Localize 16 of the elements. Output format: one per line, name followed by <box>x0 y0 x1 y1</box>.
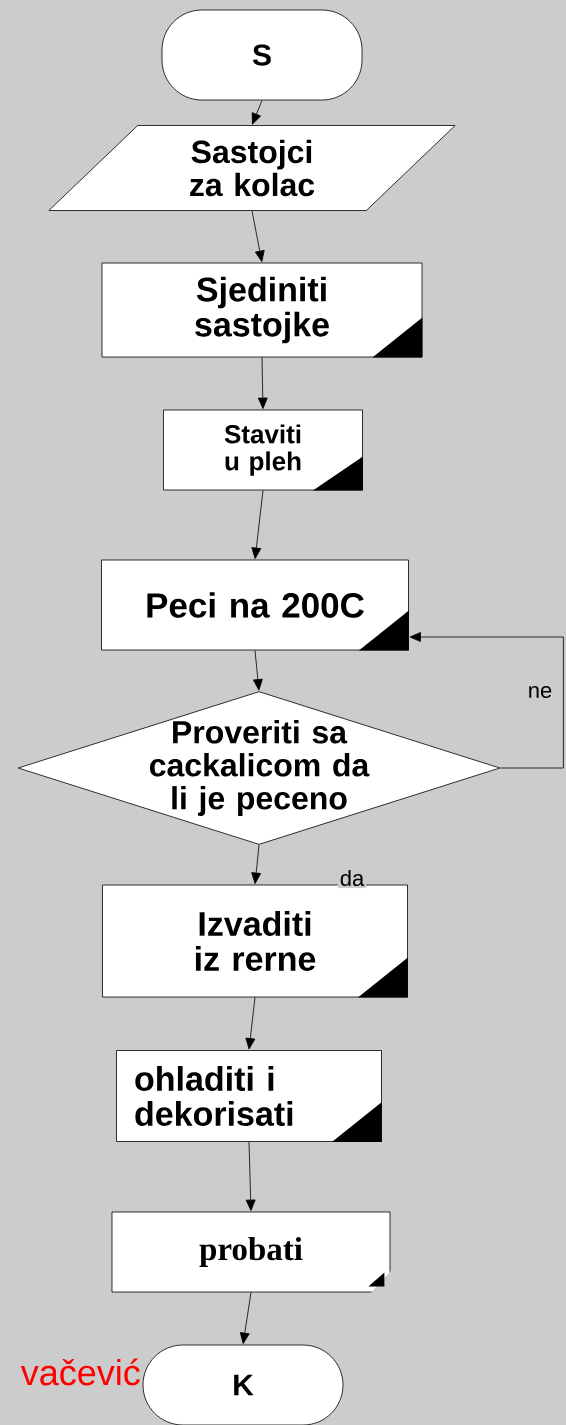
arrow <box>257 357 268 409</box>
arrow <box>245 1141 256 1211</box>
arrow <box>245 997 256 1050</box>
arrow <box>251 490 264 559</box>
arrow <box>251 210 265 262</box>
process-box: ohladiti i dekorisati <box>116 1050 382 1142</box>
input-parallelogram: Sastojci za kolac <box>48 125 456 211</box>
arrow <box>409 632 564 769</box>
process-box: Peci na 200C <box>101 559 409 651</box>
author-name: vačević <box>20 1358 140 1386</box>
arrow <box>253 650 263 691</box>
arrow <box>251 100 263 125</box>
process-box: Sjediniti sastojke <box>101 262 423 358</box>
arrow <box>239 1292 252 1344</box>
process-box: Staviti u pleh <box>163 409 363 491</box>
arrow <box>251 844 262 884</box>
